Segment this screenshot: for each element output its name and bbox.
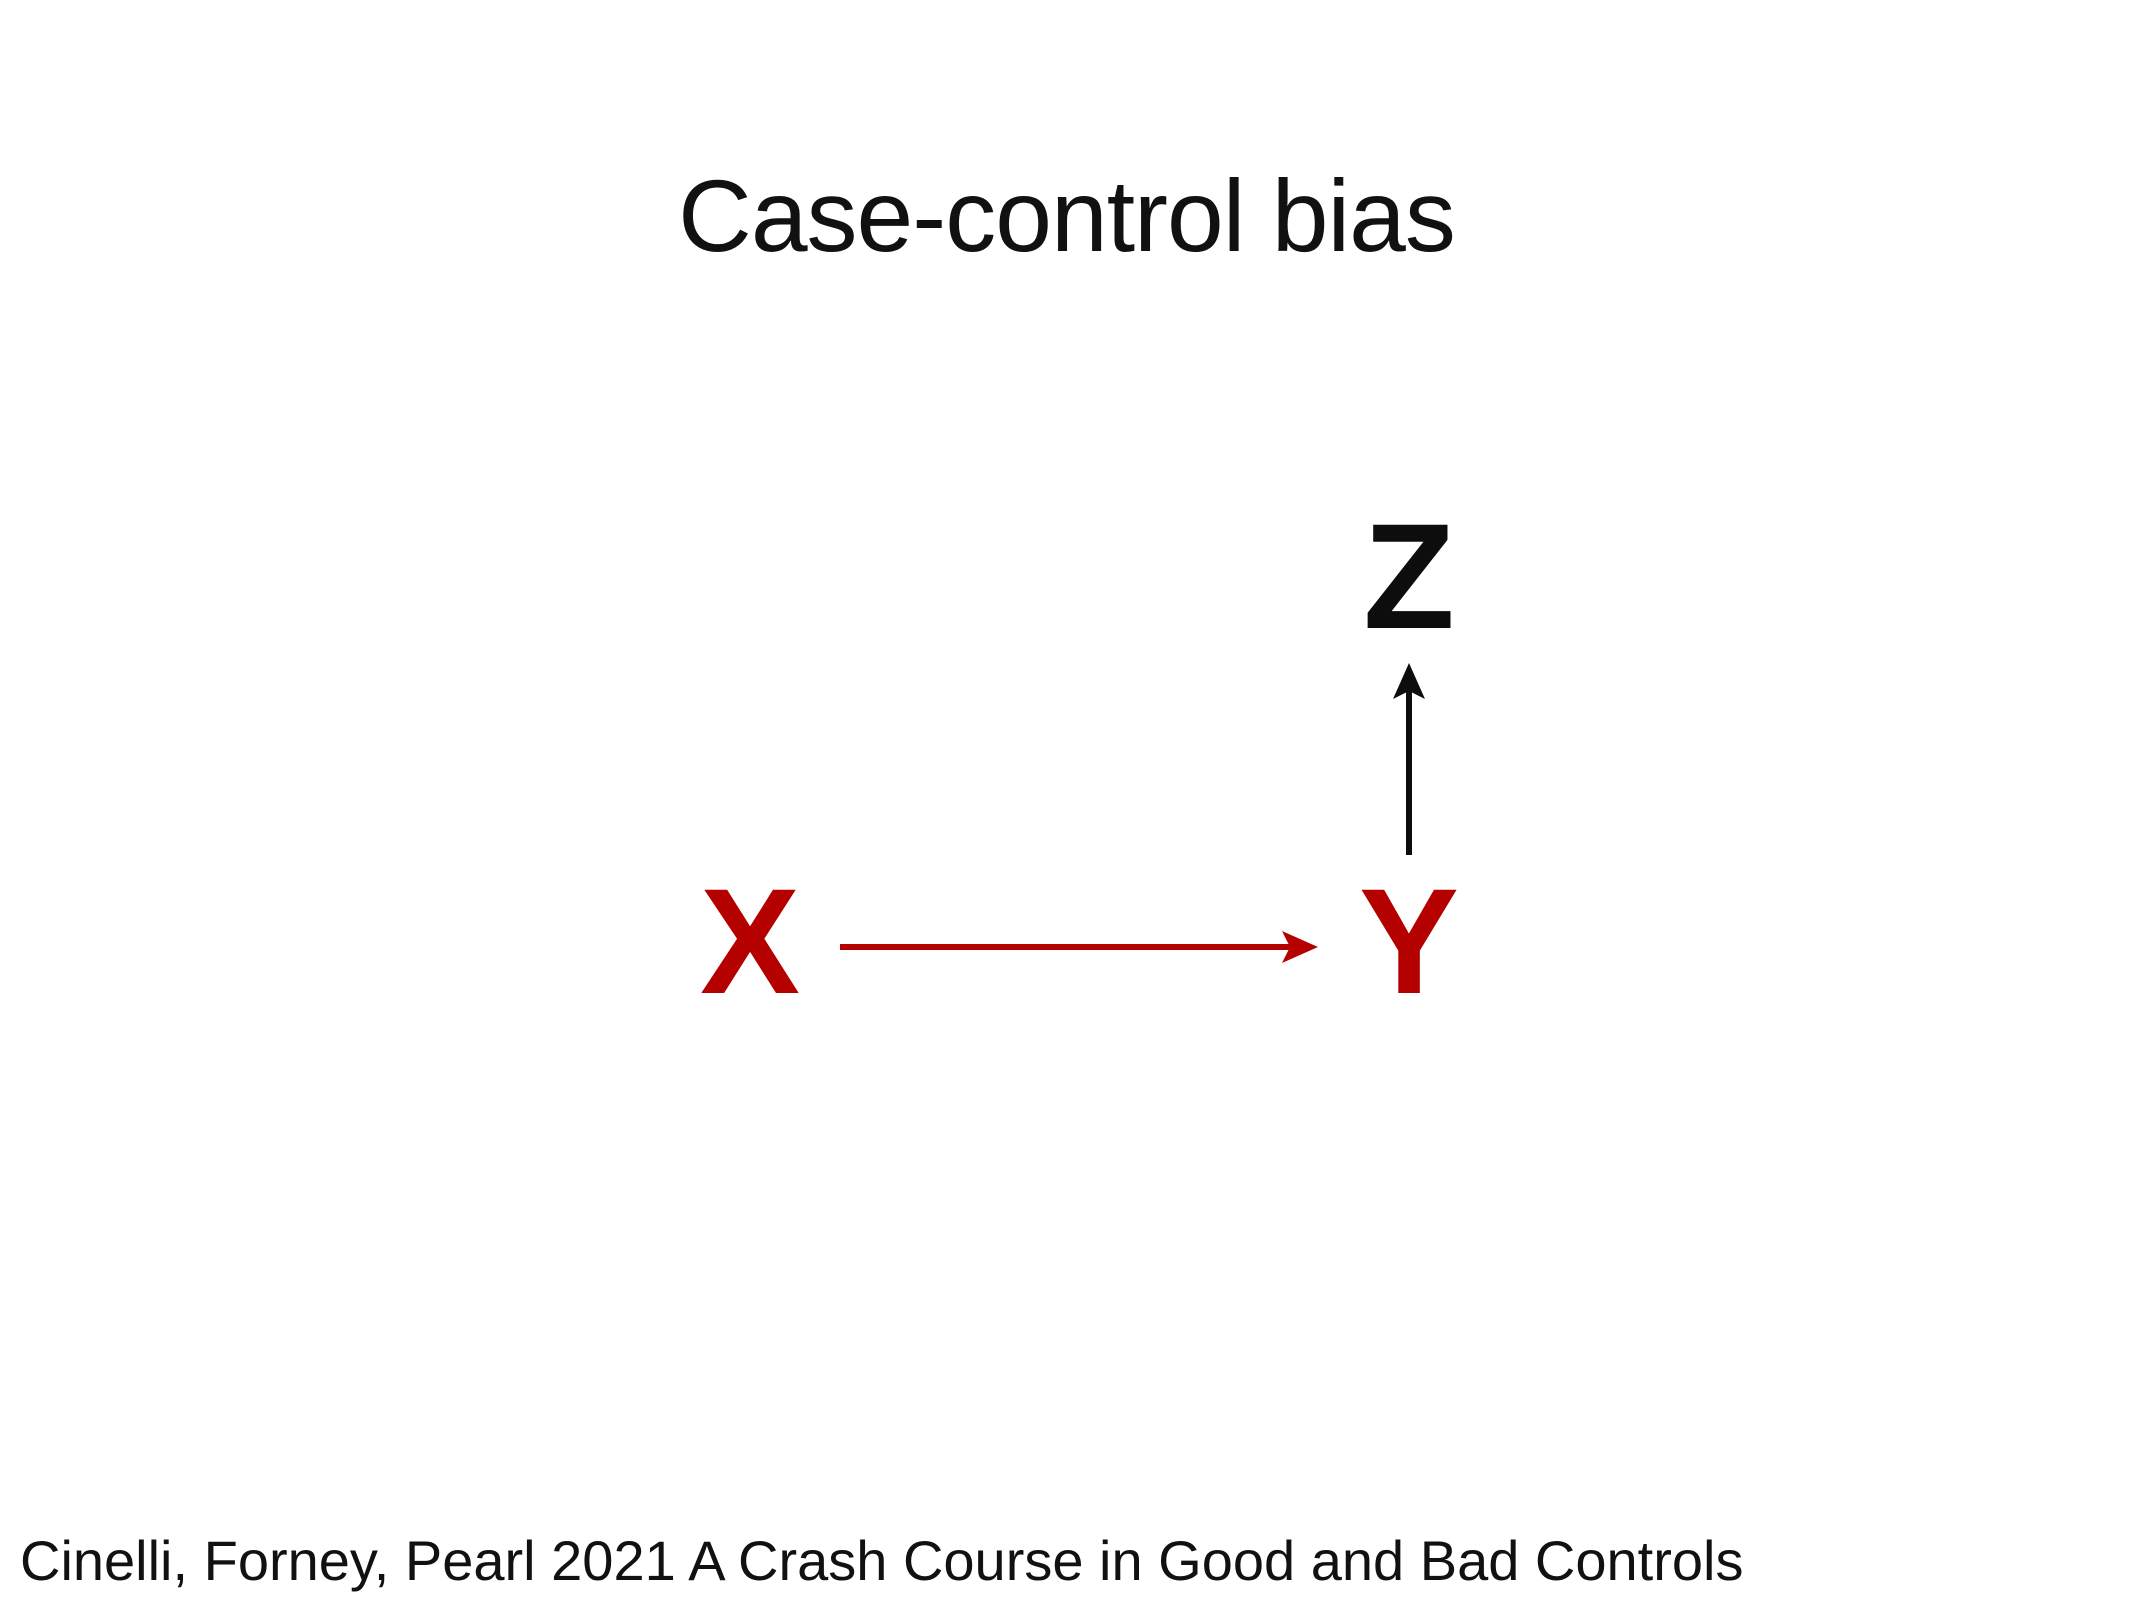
node-y: Y — [1359, 857, 1459, 1025]
edge-y-to-z — [1393, 663, 1425, 855]
node-x: X — [700, 857, 800, 1025]
citation: Cinelli, Forney, Pearl 2021 A Crash Cour… — [20, 1529, 1744, 1592]
edge-x-to-y — [840, 931, 1318, 963]
arrowhead-icon — [1282, 931, 1318, 963]
node-z: Z — [1363, 492, 1455, 660]
slide-title: Case-control bias — [678, 159, 1456, 273]
arrowhead-icon — [1393, 663, 1425, 699]
